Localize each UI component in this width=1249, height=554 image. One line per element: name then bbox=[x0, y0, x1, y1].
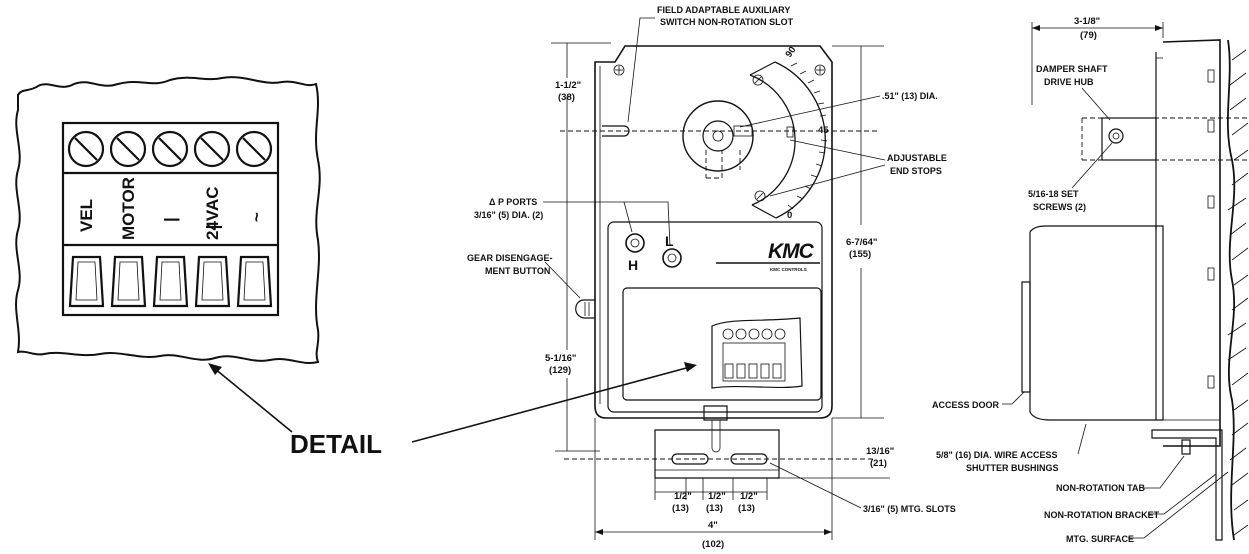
dim-depth-mm: (79) bbox=[1080, 30, 1097, 41]
terminal-screw bbox=[235, 130, 273, 168]
terminal-screws bbox=[67, 130, 273, 168]
angle-scale: 90 45 0 bbox=[783, 45, 829, 221]
dim-right-mm: (155) bbox=[849, 249, 871, 260]
label-wire-access-1: 5/8" (16) DIA. WIRE ACCESS bbox=[936, 450, 1057, 460]
terminal-slots bbox=[68, 255, 273, 308]
dim-slot1-in: 1/2" bbox=[674, 491, 692, 502]
terminal-label-bar: | bbox=[161, 217, 180, 222]
label-gear-2: MENT BUTTON bbox=[485, 266, 550, 276]
dim-top-left-mm: (38) bbox=[558, 92, 575, 103]
dim-bracket-mm: (21) bbox=[870, 458, 887, 469]
terminal-label-motor: MOTOR bbox=[119, 177, 138, 240]
non-rotation-bracket bbox=[1151, 429, 1223, 541]
label-aux-switch-2: SWITCH NON-ROTATION SLOT bbox=[660, 17, 794, 27]
kmc-logo-subtext: KMC CONTROLS bbox=[770, 267, 807, 272]
mounting-surface bbox=[1226, 39, 1236, 541]
detail-torn-outline bbox=[15, 76, 321, 364]
scale-mark-0: 0 bbox=[787, 210, 792, 221]
set-screw bbox=[1108, 128, 1124, 144]
dim-slot2-in: 1/2" bbox=[708, 491, 726, 502]
drive-hub bbox=[682, 100, 754, 172]
dim-width-mm: (102) bbox=[702, 539, 724, 550]
label-non-rotation-tab: NON-ROTATION TAB bbox=[1056, 483, 1145, 493]
pressure-port-h: H bbox=[625, 233, 645, 273]
dim-right-in: 6-7/64" bbox=[846, 237, 877, 248]
label-p-ports-2: 3/16" (5) DIA. (2) bbox=[474, 210, 543, 220]
terminal-slot bbox=[152, 255, 189, 308]
non-rotation-tab bbox=[1181, 439, 1191, 455]
scale-mark-90: 90 bbox=[783, 45, 798, 60]
terminal-labels: VEL MOTOR | 24VAC ~ bbox=[77, 177, 266, 240]
terminal-label-tilde: ~ bbox=[247, 212, 266, 222]
terminal-slot bbox=[194, 255, 231, 308]
label-shaft-dia: .51" (13) DIA. bbox=[882, 91, 938, 101]
terminal-block bbox=[61, 121, 280, 317]
label-set-screws-2: SCREWS (2) bbox=[1033, 202, 1086, 212]
label-end-stops-1: ADJUSTABLE bbox=[887, 153, 947, 163]
dim-left-in: 5-1/16" bbox=[545, 353, 576, 364]
label-gear-1: GEAR DISENGAGE- bbox=[467, 253, 553, 263]
terminal-screw bbox=[151, 130, 189, 168]
dim-slot3-in: 1/2" bbox=[740, 491, 758, 502]
label-non-rotation-bracket: NON-ROTATION BRACKET bbox=[1044, 510, 1160, 520]
dim-width-in: 4" bbox=[708, 520, 718, 531]
label-set-screws-1: 5/16-18 SET bbox=[1028, 189, 1079, 199]
label-plate bbox=[607, 221, 823, 413]
dim-top-left-in: 1-1/2" bbox=[555, 80, 581, 91]
dim-slot3-mm: (13) bbox=[738, 503, 755, 514]
dim-depth-in: 3-1/8" bbox=[1074, 16, 1100, 27]
label-hub-1: DAMPER SHAFT bbox=[1036, 64, 1108, 74]
dim-slot2-mm: (13) bbox=[706, 503, 723, 514]
label-access-door: ACCESS DOOR bbox=[932, 400, 1000, 410]
detail-callout: DETAIL bbox=[290, 429, 382, 459]
label-end-stops-2: END STOPS bbox=[890, 166, 942, 176]
front-view: 90 45 0 H L KMC KMC CONTROLS bbox=[467, 5, 956, 550]
terminal-slot bbox=[110, 255, 147, 308]
side-housing bbox=[1162, 39, 1221, 447]
dim-bracket-in: 13/16" bbox=[866, 446, 894, 457]
terminal-screw bbox=[67, 130, 105, 168]
label-wire-access-2: SHUTTER BUSHINGS bbox=[966, 463, 1059, 473]
port-label-h: H bbox=[628, 257, 638, 273]
label-hub-2: DRIVE HUB bbox=[1044, 77, 1094, 87]
gear-button bbox=[575, 299, 595, 319]
access-door bbox=[622, 287, 822, 401]
dim-left-mm: (129) bbox=[549, 365, 571, 376]
mini-terminal-detail bbox=[711, 317, 803, 389]
label-mtg-slots: 3/16" (5) MTG. SLOTS bbox=[863, 504, 956, 514]
drive-hub-side bbox=[1101, 117, 1157, 161]
label-aux-switch-1: FIELD ADAPTABLE AUXILIARY bbox=[657, 5, 790, 15]
terminal-slot bbox=[68, 255, 105, 308]
end-stop-arc bbox=[749, 74, 796, 206]
scale-mark-45: 45 bbox=[818, 125, 829, 136]
terminal-label-vel: VEL bbox=[77, 199, 96, 232]
actuator-housing bbox=[594, 45, 833, 419]
pressure-port-l: L bbox=[662, 233, 682, 268]
label-mtg-surface: MTG. SURFACE bbox=[1066, 534, 1134, 544]
terminal-label-24vac: 24VAC bbox=[203, 186, 222, 240]
detail-panel: VEL MOTOR | 24VAC ~ DETAIL bbox=[15, 76, 697, 459]
terminal-screw bbox=[193, 130, 231, 168]
kmc-logo: KMC bbox=[768, 240, 815, 263]
terminal-slot bbox=[236, 255, 273, 308]
label-p-ports-1: Δ P PORTS bbox=[489, 197, 537, 207]
dim-slot1-mm: (13) bbox=[672, 503, 689, 514]
side-view: 3-1/8" (79) DAMPER SHAFT DRIVE HUB 5/16-… bbox=[932, 16, 1249, 544]
terminal-screw bbox=[109, 130, 147, 168]
